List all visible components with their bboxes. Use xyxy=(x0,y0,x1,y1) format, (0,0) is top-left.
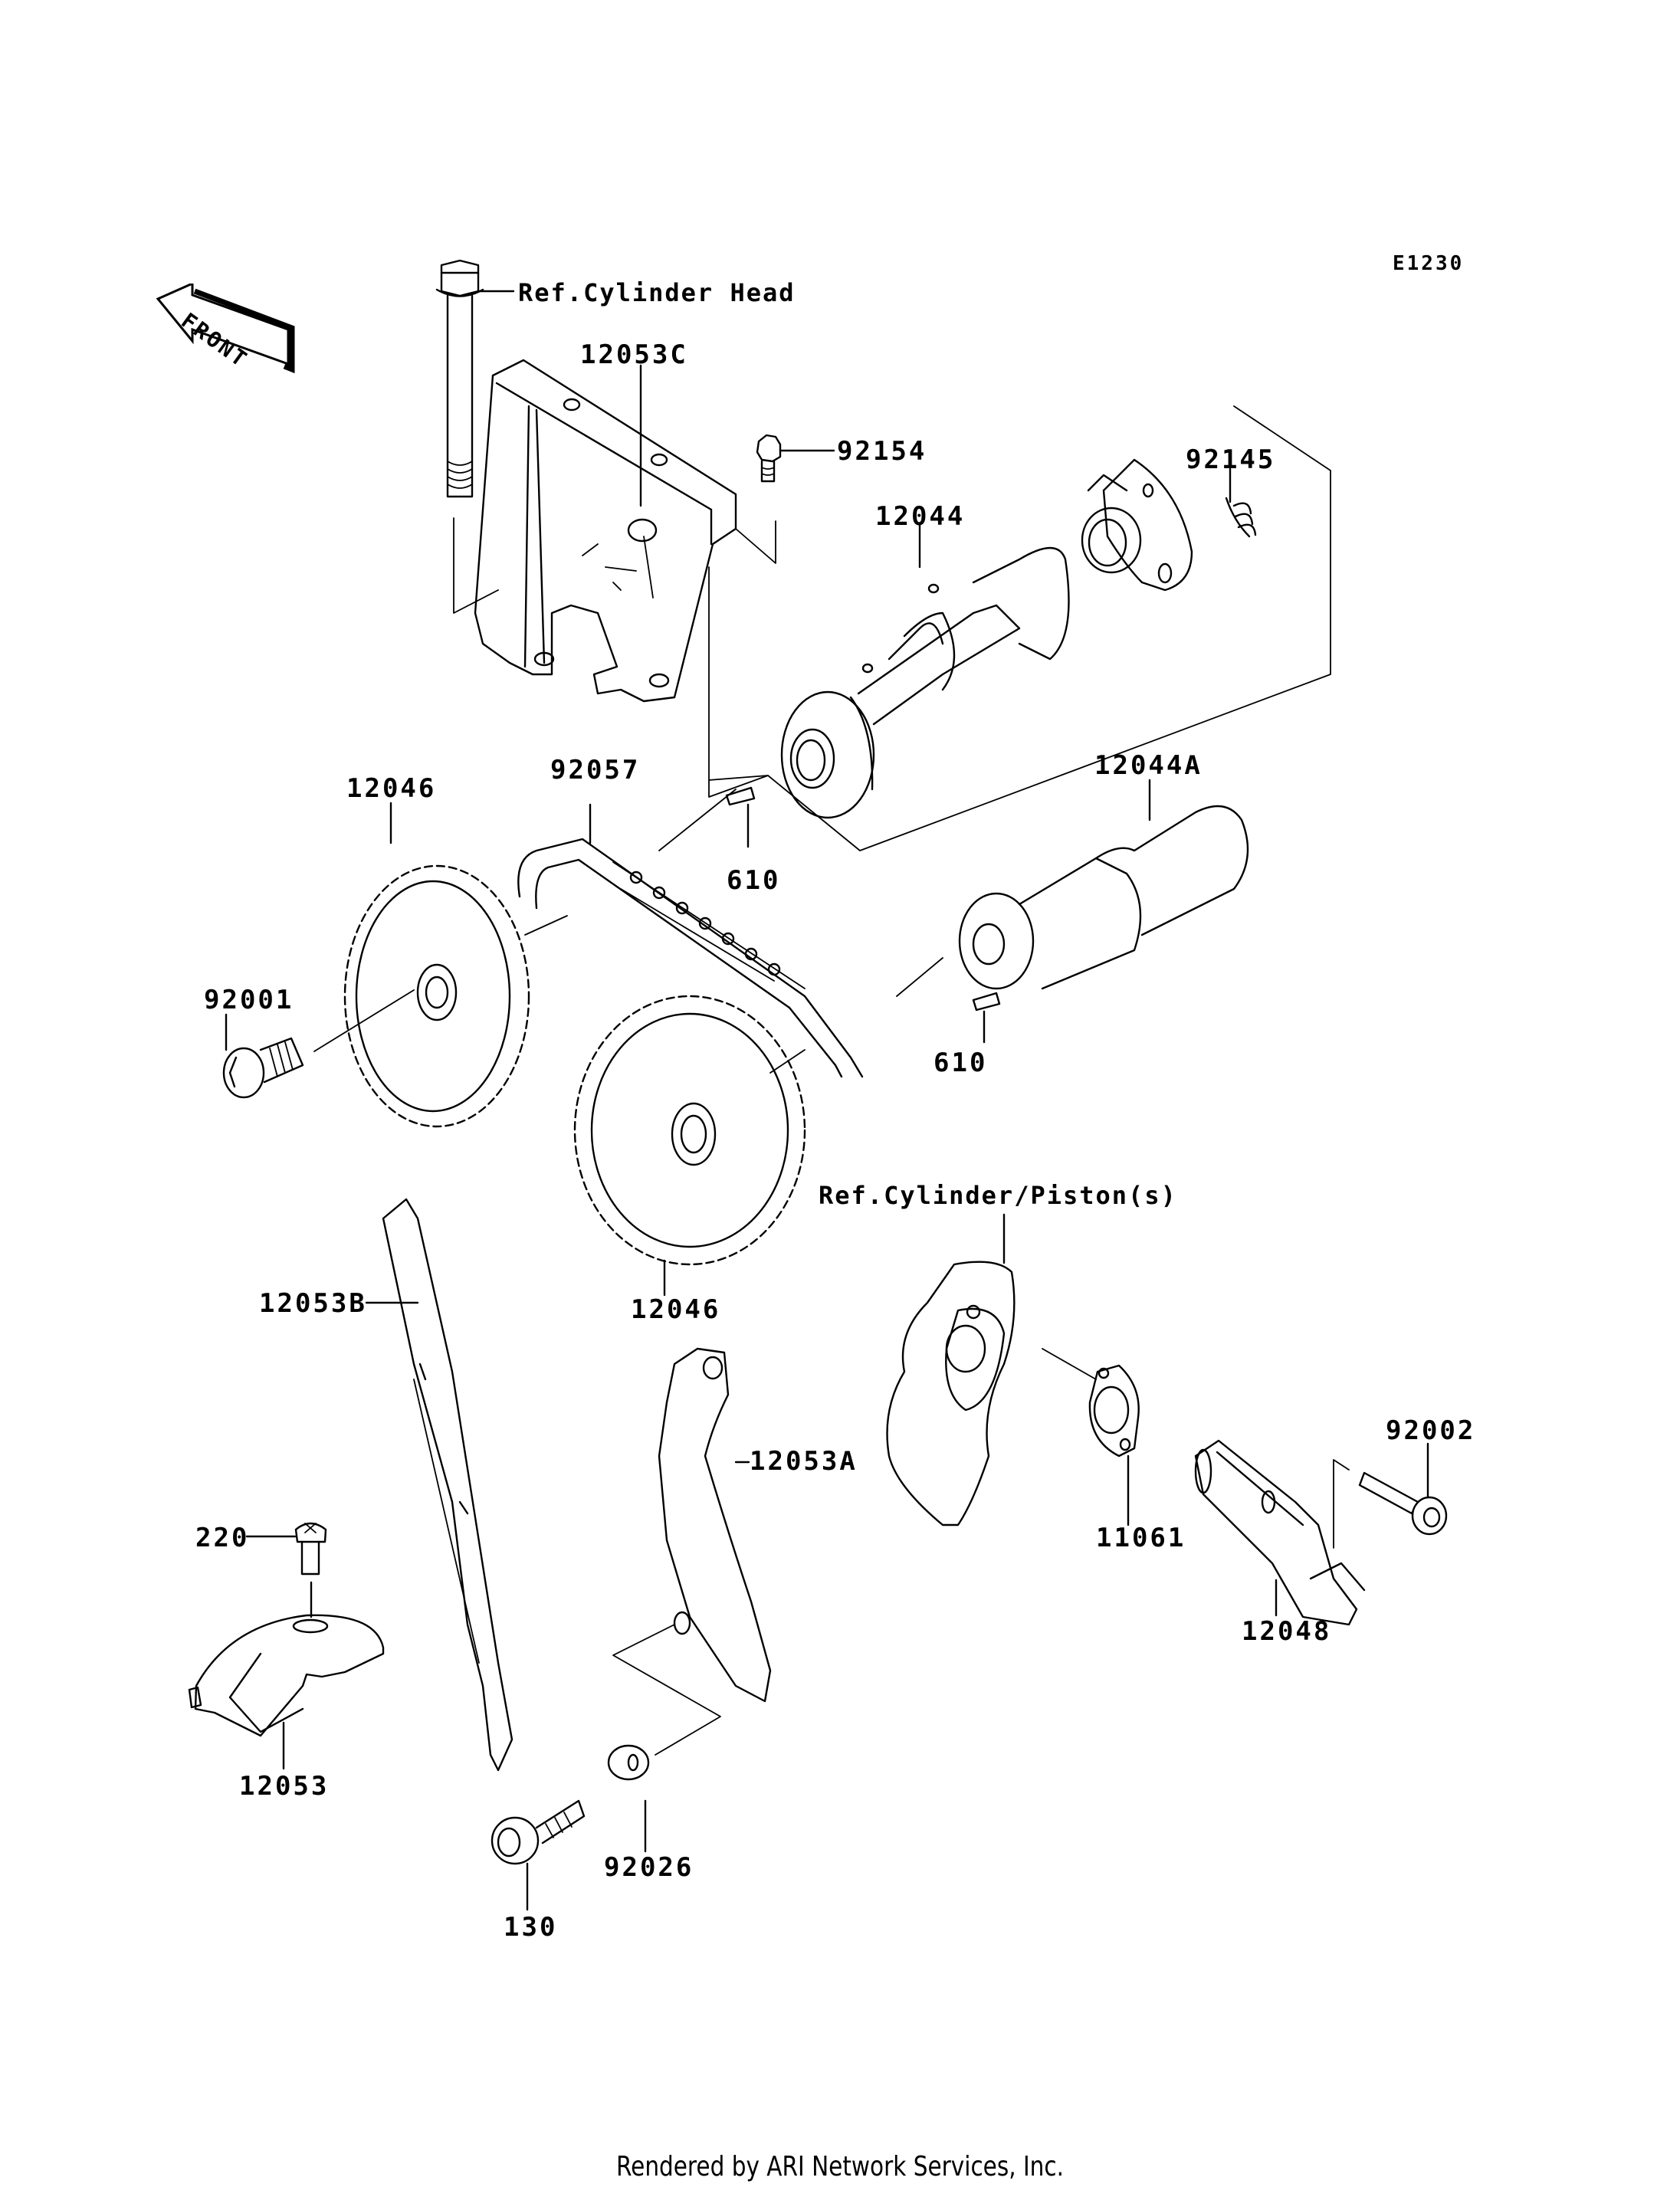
camshaft-12044[interactable] xyxy=(780,546,1070,819)
spring-92145[interactable] xyxy=(1225,497,1257,538)
pin-610-upper[interactable] xyxy=(725,786,756,806)
part-label-220[interactable]: 220 xyxy=(195,1523,250,1553)
front-arrow-icon xyxy=(156,281,295,374)
part-label-92057[interactable]: 92057 xyxy=(550,755,641,785)
sprocket-12046-center[interactable] xyxy=(573,995,806,1266)
part-label-12053[interactable]: 12053 xyxy=(239,1771,330,1802)
bolt-guide-92001 xyxy=(313,989,415,1052)
part-label-610-lower[interactable]: 610 xyxy=(934,1048,988,1078)
gasket-guide xyxy=(1042,1348,1097,1380)
part-label-610-upper[interactable]: 610 xyxy=(727,865,781,896)
tensioner-12048[interactable] xyxy=(1194,1439,1366,1626)
camshaft-assembly-outline xyxy=(708,405,1331,851)
ref-cylinder-piston[interactable]: Ref.Cylinder/Piston(s) xyxy=(819,1181,1177,1210)
pin-guide-upper xyxy=(658,789,737,851)
chain-guide-line xyxy=(524,915,568,936)
screw-220[interactable] xyxy=(294,1522,327,1618)
tensioner-guide xyxy=(1333,1459,1350,1549)
part-label-92001[interactable]: 92001 xyxy=(204,985,294,1015)
ref-cylinder-head[interactable]: Ref.Cylinder Head xyxy=(518,278,796,307)
gasket-11061[interactable] xyxy=(1088,1364,1140,1458)
pin-610-lower[interactable] xyxy=(972,992,1001,1012)
chain-guide-12053B[interactable] xyxy=(382,1198,514,1772)
camshaft-12044A[interactable] xyxy=(958,805,1249,990)
part-label-12053C[interactable]: 12053C xyxy=(580,339,688,370)
part-label-92154[interactable]: 92154 xyxy=(837,436,927,467)
bolt-92154[interactable] xyxy=(735,434,782,564)
diagram-code: E1230 xyxy=(1393,252,1465,275)
part-label-12046-center[interactable]: 12046 xyxy=(631,1294,721,1325)
decompressor-assembly[interactable] xyxy=(1081,458,1193,592)
sprocket-guide-center xyxy=(769,1049,806,1074)
guide-12053[interactable] xyxy=(188,1614,385,1737)
part-label-11061[interactable]: 11061 xyxy=(1096,1523,1186,1553)
bolt-92002[interactable] xyxy=(1358,1471,1448,1536)
part-label-12044[interactable]: 12044 xyxy=(875,501,966,532)
bolt-130[interactable] xyxy=(491,1799,586,1865)
pin-guide-lower xyxy=(896,957,943,997)
part-label-12053B[interactable]: 12053B xyxy=(259,1288,367,1319)
washer-guide xyxy=(612,1624,721,1756)
render-credit-footer: Rendered by ARI Network Services, Inc. xyxy=(615,2151,1065,2182)
part-label-130[interactable]: 130 xyxy=(504,1912,558,1943)
sprocket-12046-left[interactable] xyxy=(343,864,530,1128)
part-label-92145[interactable]: 92145 xyxy=(1186,444,1276,475)
washer-92026[interactable] xyxy=(607,1744,650,1781)
bracket-12053C[interactable] xyxy=(474,359,737,703)
cam-chain-92057[interactable] xyxy=(517,838,864,1078)
part-label-92002[interactable]: 92002 xyxy=(1386,1415,1476,1446)
part-label-12053A[interactable]: 12053A xyxy=(750,1446,858,1477)
cylinder-piston-ref xyxy=(886,1261,1016,1526)
bolt-92001[interactable] xyxy=(222,1037,304,1099)
part-label-12044A[interactable]: 12044A xyxy=(1094,750,1203,781)
front-direction-indicator: FRONT xyxy=(150,281,296,383)
part-label-12046-left[interactable]: 12046 xyxy=(346,773,437,804)
tensioner-guide-12053A[interactable] xyxy=(658,1347,772,1703)
part-label-92026[interactable]: 92026 xyxy=(604,1852,694,1883)
part-label-12048[interactable]: 12048 xyxy=(1242,1616,1332,1647)
